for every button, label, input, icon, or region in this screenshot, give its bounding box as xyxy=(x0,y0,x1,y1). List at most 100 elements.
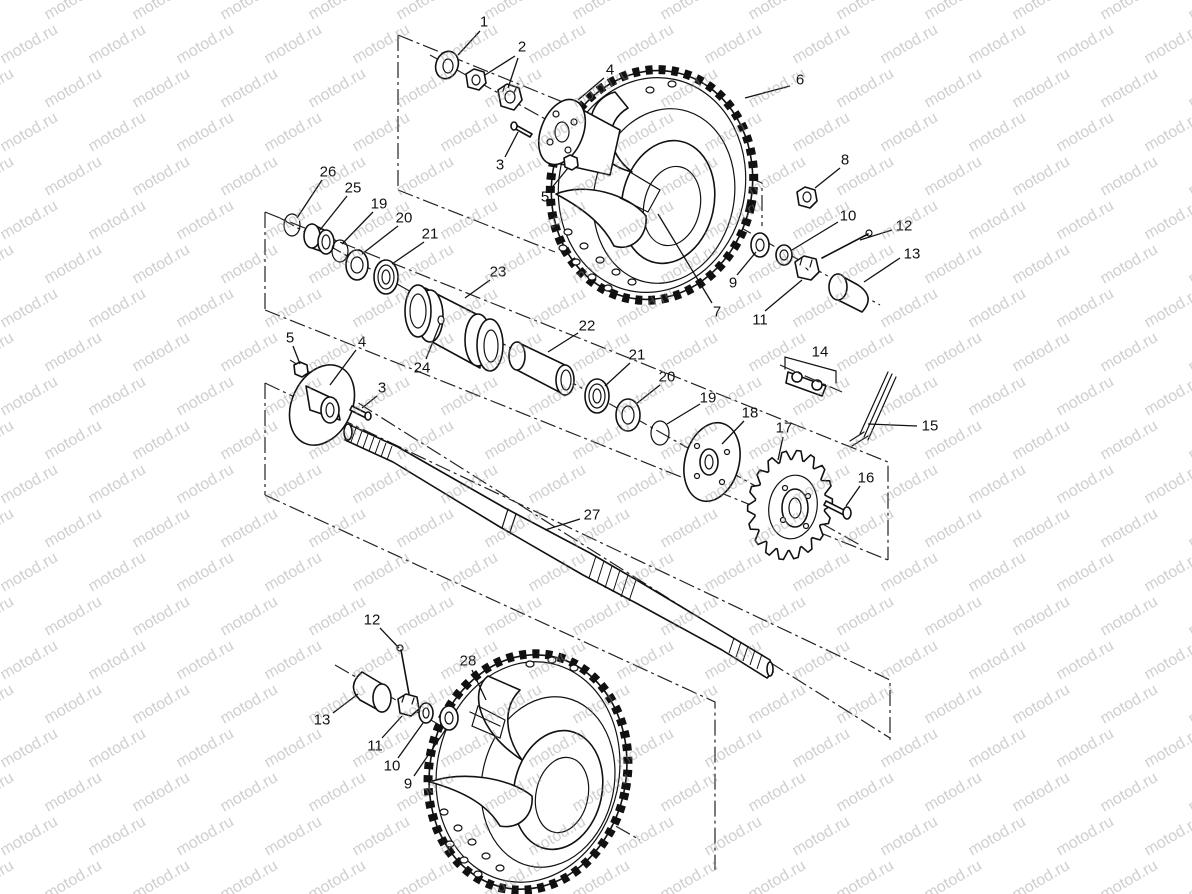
tire-hole xyxy=(627,278,637,286)
sprocket-17-inner xyxy=(768,474,818,540)
watermark-text: motod.ru xyxy=(790,109,853,155)
watermark-text: motod.ru xyxy=(746,857,809,894)
tire-hole xyxy=(495,864,505,872)
watermark-text: motod.ru xyxy=(746,329,809,375)
callout-label: 4 xyxy=(358,334,366,351)
watermark-text: motod.ru xyxy=(350,461,413,507)
callout-label: 1 xyxy=(480,14,488,31)
brake-disc-bolt-hole xyxy=(723,448,731,456)
callout-label: 22 xyxy=(579,318,596,335)
watermark-text: motod.ru xyxy=(1010,329,1073,375)
tire-hole xyxy=(525,660,535,668)
watermark-text: motod.ru xyxy=(394,0,457,23)
axle-27-right-spline xyxy=(728,637,763,670)
tire-hole xyxy=(439,808,449,816)
seal-20-right-hole xyxy=(621,405,635,425)
watermark-text: motod.ru xyxy=(0,153,17,199)
watermark-text: motod.ru xyxy=(174,637,237,683)
callout-label: 13 xyxy=(314,712,331,729)
panel-outlines xyxy=(264,34,891,870)
callout-label: 7 xyxy=(713,304,721,321)
watermark-text: motod.ru xyxy=(262,725,325,771)
watermark-text: motod.ru xyxy=(306,769,369,815)
axle-27-collar xyxy=(501,508,517,533)
watermark-text: motod.ru xyxy=(218,681,281,727)
watermark-text: motod.ru xyxy=(0,109,61,155)
watermark-text: motod.ru xyxy=(1142,725,1192,771)
cotter-pin-12-bottom xyxy=(400,649,410,695)
watermark-text: motod.ru xyxy=(878,109,941,155)
axle-assembly xyxy=(288,361,774,679)
watermark-text: motod.ru xyxy=(658,681,721,727)
watermark-text: motod.ru xyxy=(0,241,17,287)
watermark-text: motod.ru xyxy=(790,813,853,859)
sprocket-bolt-hole xyxy=(781,484,789,492)
watermark-text: motod.ru xyxy=(262,285,325,331)
hub-28-bore xyxy=(469,705,506,739)
leader-line xyxy=(484,55,519,89)
tire-hole xyxy=(667,80,677,88)
watermark-text: motod.ru xyxy=(1010,857,1073,894)
snap-ring-26 xyxy=(283,213,301,237)
callout-label: 11 xyxy=(367,738,383,755)
leader-line xyxy=(319,195,348,231)
watermark-text: motod.ru xyxy=(42,65,105,111)
watermark-text: motod.ru xyxy=(1142,109,1192,155)
panel-line xyxy=(264,382,891,740)
callout-label: 17 xyxy=(776,420,793,437)
callout-label: 3 xyxy=(378,380,386,397)
watermark-text: motod.ru xyxy=(966,549,1029,595)
watermark-text: motod.ru xyxy=(130,153,193,199)
watermark-text: motod.ru xyxy=(0,637,61,683)
leader-line xyxy=(814,167,841,189)
callout-label: 20 xyxy=(659,369,676,386)
watermark-text: motod.ru xyxy=(878,197,941,243)
watermark-text: motod.ru xyxy=(834,329,897,375)
top-tire-assembly xyxy=(545,65,759,305)
watermark-text: motod.ru xyxy=(1054,109,1117,155)
watermark-text: motod.ru xyxy=(1054,21,1117,67)
callout-label: 26 xyxy=(320,164,337,181)
brake-line-15-fitting xyxy=(849,431,869,447)
watermark-text: motod.ru xyxy=(174,725,237,771)
leader-line xyxy=(577,77,605,101)
tire-hole xyxy=(603,284,613,292)
watermark-text: motod.ru xyxy=(966,285,1029,331)
watermark-text: motod.ru xyxy=(922,65,985,111)
tire-hole xyxy=(645,86,655,94)
nut-2-castle-notches xyxy=(502,84,517,94)
watermark-text: motod.ru xyxy=(878,549,941,595)
axle-27-mid-spline xyxy=(588,555,637,602)
watermark-text: motod.ru xyxy=(614,21,677,67)
watermark-text: motod.ru xyxy=(834,681,897,727)
watermark-text: motod.ru xyxy=(350,549,413,595)
watermark-text: motod.ru xyxy=(218,769,281,815)
housing-23-left-face xyxy=(409,293,427,329)
watermark-text: motod.ru xyxy=(1142,285,1192,331)
watermark-text: motod.ru xyxy=(922,241,985,287)
tire-hole xyxy=(459,856,469,864)
brake-disc-bolt-hole xyxy=(693,472,701,480)
watermark-text: motod.ru xyxy=(482,593,545,639)
leader-line xyxy=(361,395,378,409)
panel-line xyxy=(264,494,716,870)
bearing-21-left-bore xyxy=(381,269,391,285)
nut-5-top xyxy=(563,154,579,171)
watermark-text: motod.ru xyxy=(262,813,325,859)
tire-hole xyxy=(587,273,597,281)
callout-label: 23 xyxy=(490,264,507,281)
watermark-text: motod.ru xyxy=(702,725,765,771)
watermark-text: motod.ru xyxy=(1186,153,1192,199)
watermark-text: motod.ru xyxy=(0,813,61,859)
bolt-3-top-head xyxy=(510,121,518,131)
watermark-text: motod.ru xyxy=(306,681,369,727)
bottom-rim xyxy=(512,729,604,851)
watermark-text: motod.ru xyxy=(1010,417,1073,463)
leader-line xyxy=(296,179,323,219)
watermark-text: motod.ru xyxy=(1098,65,1161,111)
leader-line xyxy=(457,30,481,56)
brake-line-15 xyxy=(859,371,897,441)
watermark-text: motod.ru xyxy=(218,65,281,111)
watermark-text: motod.ru xyxy=(42,681,105,727)
watermark-text: motod.ru xyxy=(878,461,941,507)
